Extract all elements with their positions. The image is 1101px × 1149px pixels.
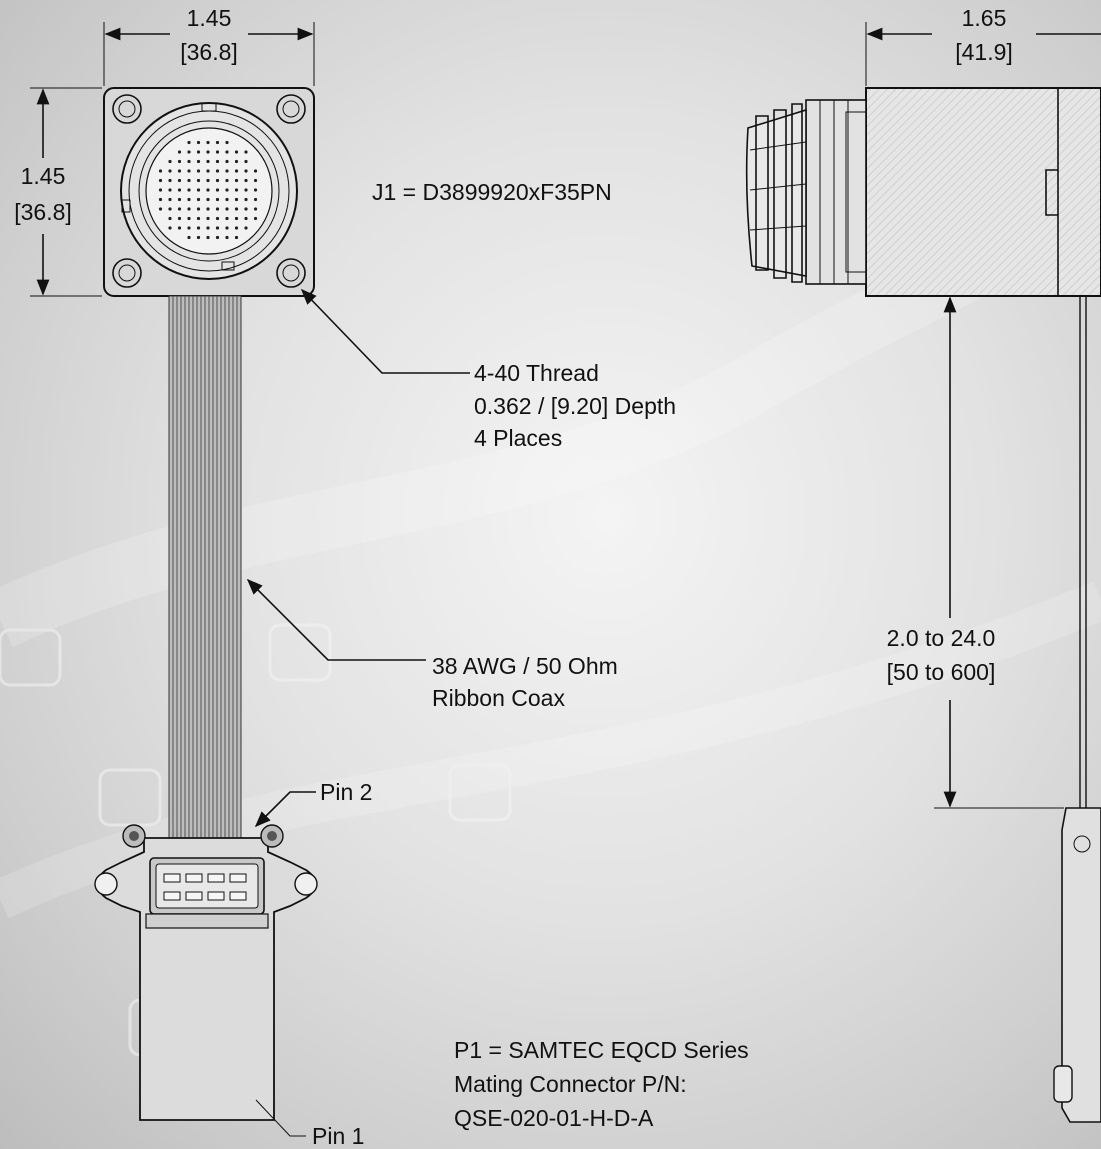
p1-callout-line1: P1 = SAMTEC EQCD Series xyxy=(454,1037,749,1063)
thread-callout-line1: 4-40 Thread xyxy=(474,360,599,386)
cable-length-dimension: 2.0 to 24.0 xyxy=(887,625,996,651)
top-width-dimension-mm: [36.8] xyxy=(180,39,238,65)
j1-connector-side-view xyxy=(745,87,1101,1123)
thread-callout-line2: 0.362 / [9.20] Depth xyxy=(474,393,676,419)
j1-pin-field xyxy=(158,140,258,240)
ribbon-cable xyxy=(168,295,242,839)
side-view-width-dimension: 1.65 xyxy=(962,5,1007,31)
side-height-dimension: 1.45 xyxy=(21,163,66,189)
cable-callout-line2: Ribbon Coax xyxy=(432,685,565,711)
p1-contact-rows xyxy=(163,873,247,901)
mounting-holes xyxy=(112,94,306,288)
side-height-dimension-mm: [36.8] xyxy=(14,199,72,225)
leader-lines xyxy=(246,288,470,1137)
pin1-label: Pin 1 xyxy=(312,1123,364,1149)
j1-part-number: J1 = D3899920xF35PN xyxy=(372,179,612,205)
j1-connector-front-view xyxy=(103,87,315,297)
threaded-coupling xyxy=(745,99,867,285)
side-view-width-dimension-mm: [41.9] xyxy=(955,39,1013,65)
cable-callout-line1: 38 AWG / 50 Ohm xyxy=(432,653,618,679)
cable-length-dimension-mm: [50 to 600] xyxy=(887,659,996,685)
top-width-dimension: 1.45 xyxy=(187,5,232,31)
p1-connector xyxy=(94,824,318,1121)
p1-callout-line2: Mating Connector P/N: xyxy=(454,1071,687,1097)
dimension-lines xyxy=(30,22,1101,809)
pin2-label: Pin 2 xyxy=(320,779,372,805)
thread-callout-line3: 4 Places xyxy=(474,425,562,451)
p1-callout-line3: QSE-020-01-H-D-A xyxy=(454,1105,654,1131)
